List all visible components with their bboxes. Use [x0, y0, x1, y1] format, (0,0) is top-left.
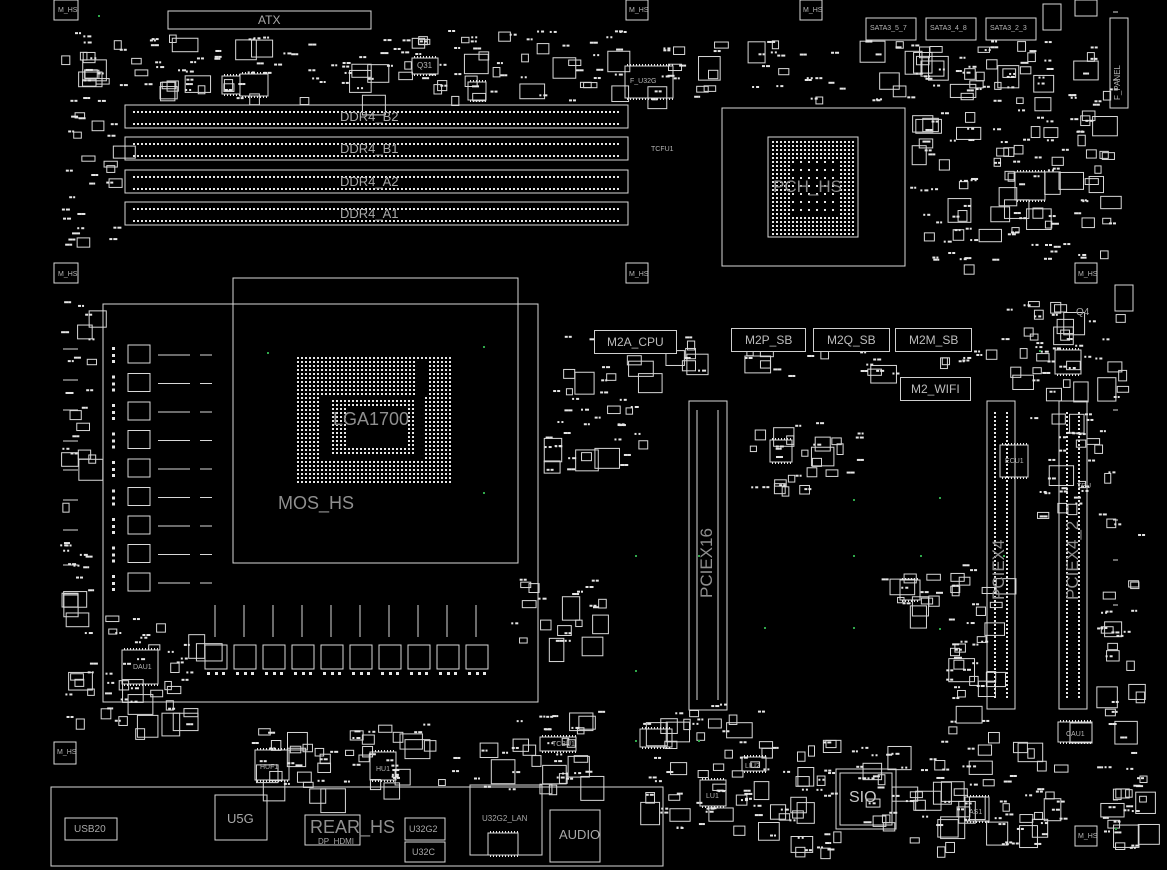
- lu1-label: LU1: [706, 793, 719, 800]
- pciex16-slot: [688, 400, 728, 711]
- huf1-label: HUF1: [260, 764, 279, 771]
- hu1-label: HU1: [376, 766, 391, 773]
- pciex4-label: PCIEX4: [989, 539, 1008, 600]
- lga-label: LGA1700: [333, 409, 410, 429]
- dimm-b2-label: DDR4_B2: [340, 109, 399, 124]
- m-hs-label-8: M_HS: [57, 749, 77, 756]
- sio-label: SIO: [849, 789, 877, 806]
- m2-wifi-slot: M2_WIFI: [900, 377, 971, 401]
- pch-label: PCH_HS: [773, 177, 842, 196]
- pch-heatsink-outline: [721, 107, 906, 267]
- atx-connector: [167, 10, 372, 30]
- sata-2-label: SATA3_4_8: [930, 25, 967, 32]
- m-hs-label-5: M_HS: [803, 7, 823, 14]
- m-hs-label-4: M_HS: [629, 7, 649, 14]
- f-u32g-label: F_U32G: [630, 78, 657, 85]
- dau1-label: DAU1: [133, 664, 152, 671]
- pciex4-2-slot: [1058, 400, 1088, 710]
- u32g2-lan-label: U32G2_LAN: [482, 814, 528, 823]
- sio-chip: [835, 768, 897, 830]
- dimm-a1-label: DDR4_A1: [340, 206, 399, 221]
- m2p-sb-slot: M2P_SB: [731, 328, 807, 352]
- pch-chip: [767, 136, 859, 238]
- dimm-slot-b2: [124, 104, 629, 129]
- m-hs-label-6: M_HS: [1078, 271, 1098, 278]
- rear-io-outline: [50, 786, 664, 867]
- dimm-b1-label: DDR4_B1: [340, 141, 399, 156]
- mos-heatsink-outline: [102, 303, 539, 703]
- m-hs-label-3: M_HS: [629, 271, 649, 278]
- sata-1-label: SATA3_5_7: [870, 25, 907, 32]
- u5g-label: U5G: [227, 811, 254, 826]
- audio-label: AUDIO: [559, 827, 601, 842]
- pciex4-2-label: PCIEX4_2: [1063, 520, 1082, 600]
- sata-3-label: SATA3_2_3: [990, 25, 1027, 32]
- mos-hs-label: MOS_HS: [278, 493, 355, 513]
- liu2-label: LIU2: [745, 763, 760, 770]
- cpu-socket-outline: [232, 277, 519, 564]
- q4-label: Q4: [1076, 307, 1090, 318]
- atx-label: ATX: [258, 13, 281, 27]
- m-hs-label-1: M_HS: [58, 7, 78, 14]
- tcbu1-label: TCBU1: [552, 741, 575, 748]
- pciex16-label: PCIEX16: [697, 528, 716, 598]
- tpu-label: TPU: [1077, 483, 1091, 490]
- usb20-label: USB20: [74, 824, 106, 835]
- m2m-sb-slot: M2M_SB: [895, 328, 973, 352]
- pciex4-slot: [986, 400, 1016, 710]
- cau1-label: CAU1: [1066, 731, 1085, 738]
- q31-label: Q31: [417, 61, 433, 70]
- as1-label: AS1: [969, 809, 983, 816]
- m2a-cpu-slot: M2A_CPU: [594, 330, 677, 354]
- m-hs-label-7: M_HS: [1078, 833, 1098, 840]
- dimm-slot-a1: [124, 201, 629, 226]
- u32c-label: U32C: [412, 847, 436, 857]
- dimm-slot-b1: [124, 136, 629, 161]
- rear-hs-label: REAR_HS: [310, 817, 396, 837]
- dimm-a2-label: DDR4_A2: [340, 174, 399, 189]
- dp-hdmi-label: DP_HDMI: [318, 837, 355, 846]
- f-panel-label: F_PANEL: [1113, 65, 1122, 100]
- u32g2-label: U32G2: [409, 824, 438, 834]
- m-hs-label-2: M_HS: [58, 271, 78, 278]
- ecu1-label: ECU1: [1005, 458, 1024, 465]
- dimm-slot-a2: [124, 169, 629, 194]
- m2q-sb-slot: M2Q_SB: [813, 328, 890, 352]
- tcfu1-label: TCFU1: [651, 146, 674, 153]
